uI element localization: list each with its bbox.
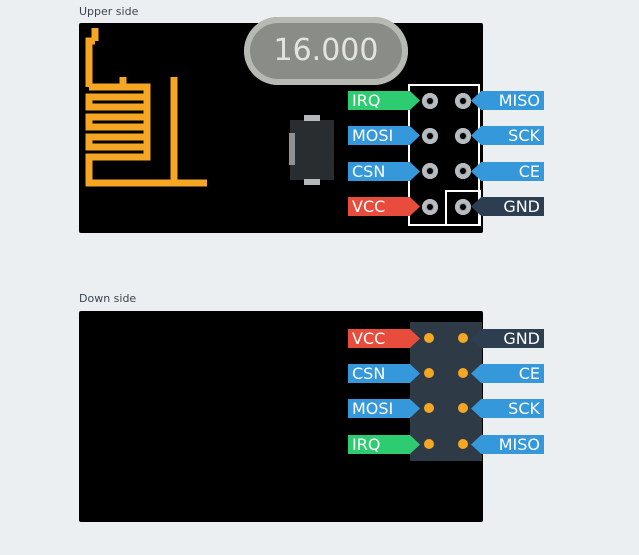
upper-side-title: Upper side [79,5,139,18]
pcb-antenna [85,28,207,187]
solder-dot [424,439,434,449]
pin-label-ce: CE [471,364,544,383]
pin-label-sck: SCK [471,399,544,418]
pin-label-vcc: VCC [348,197,420,216]
component-pad [304,179,320,185]
smd-component [290,120,334,180]
pin-label-ce: CE [471,162,544,181]
solder-dot [458,439,468,449]
solder-dot [424,333,434,343]
pin-pad [422,128,438,144]
solder-dot [424,403,434,413]
pin-label-irq: IRQ [348,435,420,454]
pin-label-vcc: VCC [348,329,420,348]
component-pad [289,133,295,165]
solder-dot [424,368,434,378]
pin-pad [455,128,471,144]
pin-label-mosi: MOSI [348,399,420,418]
crystal-frequency: 16.000 [273,33,379,68]
pin-pad [422,93,438,109]
component-pad [304,115,320,121]
down-side-title: Down side [79,292,137,305]
pin-label-sck: SCK [471,126,544,145]
solder-dot [458,368,468,378]
solder-dot [458,403,468,413]
pin-label-irq: IRQ [348,91,420,110]
pin-header-outline [408,84,480,226]
pin-label-csn: CSN [348,364,420,383]
pin-pad [422,163,438,179]
pin-pad [455,93,471,109]
pin-label-miso: MISO [471,435,544,454]
pin-pad [422,199,438,215]
solder-dot [458,333,468,343]
pin-pad [455,199,471,215]
pin-label-gnd: GND [471,329,544,348]
pin-label-mosi: MOSI [348,126,420,145]
crystal-oscillator: 16.000 [244,17,408,85]
pin-label-gnd: GND [471,197,544,216]
pin-label-miso: MISO [471,91,544,110]
pin-pad [455,163,471,179]
pin-header-back [410,322,482,461]
pin-label-csn: CSN [348,162,420,181]
